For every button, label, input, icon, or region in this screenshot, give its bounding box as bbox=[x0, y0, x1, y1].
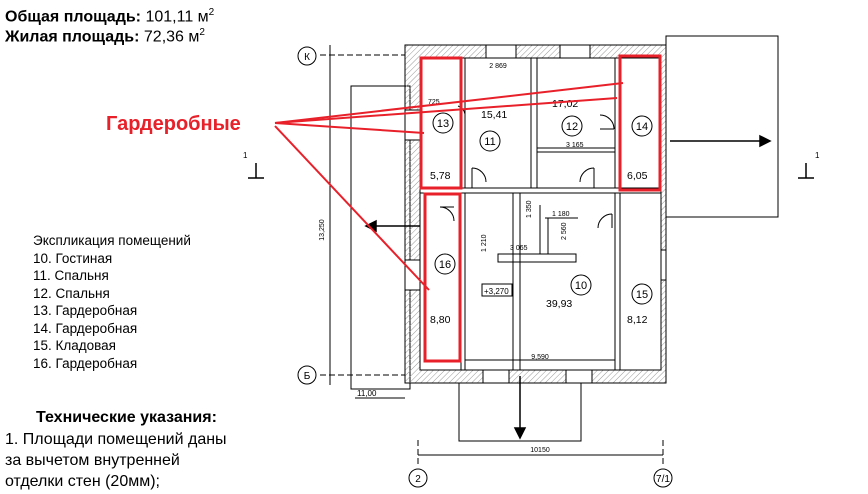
axis-label-left: 2 bbox=[415, 474, 421, 485]
total-area-line: Общая площадь: 101,11 м2 bbox=[5, 7, 214, 26]
dimension-label: 13,250 bbox=[319, 219, 326, 241]
dimension-label: 1 350 bbox=[526, 200, 533, 218]
room-area: 8,12 bbox=[627, 314, 648, 326]
living-area-label: Жилая площадь: bbox=[5, 28, 140, 46]
dimension-label: 2 560 bbox=[561, 222, 568, 240]
dimension-label: 1 180 bbox=[552, 211, 570, 218]
technical-note-line: 1. Площади помещений даны bbox=[5, 431, 227, 448]
legend-item: 16. Гардеробная bbox=[33, 356, 138, 371]
room-number-circle bbox=[561, 115, 583, 137]
dimension-label: 10150 bbox=[530, 447, 550, 454]
room-area: 6,05 bbox=[627, 170, 648, 182]
wardrobe-highlights bbox=[419, 54, 662, 363]
living-area-value: 72,36 м bbox=[143, 28, 200, 46]
total-area-unit-sup: 2 bbox=[208, 7, 215, 18]
highlight-room-13 bbox=[419, 56, 463, 190]
annex-right bbox=[665, 35, 779, 218]
room-area: 15,41 bbox=[481, 109, 507, 121]
dimension-label: 725 bbox=[428, 99, 440, 106]
legend-item: 13. Гардеробная bbox=[33, 303, 138, 318]
dimension-label: 3 065 bbox=[510, 245, 528, 252]
exterior-walls bbox=[404, 44, 667, 384]
room-area: 39,93 bbox=[546, 298, 572, 310]
level-mark bbox=[481, 283, 513, 297]
legend-item: 11. Спальня bbox=[33, 268, 109, 283]
axis-label-bottom: Б bbox=[304, 371, 311, 382]
grid-axes bbox=[297, 45, 673, 488]
room-number: 15 bbox=[636, 289, 648, 301]
legend-item: 15. Кладовая bbox=[33, 338, 116, 353]
room-number-circle bbox=[570, 274, 592, 296]
room-number-circle bbox=[434, 253, 456, 275]
door-swings bbox=[439, 105, 615, 229]
legend-item: 12. Спальня bbox=[33, 286, 110, 301]
axis-marker-top bbox=[297, 46, 317, 66]
dimension-label: 3 165 bbox=[566, 142, 584, 149]
room-area: 5,78 bbox=[430, 170, 451, 182]
technical-note-line: отделки стен (20мм); bbox=[5, 473, 160, 490]
section-mark-label-right: 1 bbox=[815, 151, 820, 160]
legend-item: 14. Гардеробная bbox=[33, 321, 138, 336]
section-marks bbox=[248, 163, 814, 179]
wardrobes-callout-label: Гардеробные bbox=[106, 113, 241, 135]
exit-arrows bbox=[364, 134, 772, 440]
stairwell bbox=[497, 205, 578, 263]
section-mark-label-left: 1 bbox=[243, 151, 248, 160]
living-area-unit-sup: 2 bbox=[199, 27, 205, 38]
technical-notes-title: Технические указания: bbox=[36, 409, 217, 426]
room-area: 8,80 bbox=[430, 314, 451, 326]
room-legend-title: Экспликация помещений bbox=[33, 233, 191, 248]
callout-leader-lines bbox=[274, 82, 624, 291]
level-label: +3,270 bbox=[484, 287, 509, 296]
room-number: 10 bbox=[575, 280, 587, 292]
room-number: 14 bbox=[636, 121, 648, 133]
room-number: 12 bbox=[566, 121, 578, 133]
room-number-circle bbox=[432, 112, 454, 134]
dimension-label: 1 210 bbox=[481, 234, 488, 252]
technical-note-line: за вычетом внутренней bbox=[5, 452, 180, 469]
room-number-circle bbox=[479, 130, 501, 152]
dimension-label: 11,00 bbox=[357, 389, 377, 398]
room-number-circle bbox=[631, 115, 653, 137]
dimension-label: 2 869 bbox=[489, 63, 507, 70]
axis-marker-right bbox=[653, 468, 673, 488]
room-number: 16 bbox=[439, 259, 451, 271]
dimension-label: 9,590 bbox=[531, 354, 549, 361]
highlight-room-14 bbox=[618, 54, 662, 192]
room-area: 17,02 bbox=[552, 98, 578, 110]
axis-label-right: 7/1 bbox=[656, 474, 670, 485]
highlight-room-16 bbox=[423, 192, 462, 363]
room-number: 13 bbox=[437, 118, 449, 130]
total-area-label: Общая площадь: bbox=[5, 8, 142, 26]
total-area-value: 101,11 м bbox=[145, 8, 209, 26]
legend-item: 10. Гостиная bbox=[33, 251, 113, 266]
axis-marker-left bbox=[408, 468, 428, 488]
axis-label-top: К bbox=[304, 52, 310, 63]
room-number-circle bbox=[631, 283, 653, 305]
room-number: 11 bbox=[484, 136, 495, 148]
living-area-line: Жилая площадь: 72,36 м2 bbox=[5, 27, 205, 46]
axis-marker-bottom bbox=[297, 365, 317, 385]
